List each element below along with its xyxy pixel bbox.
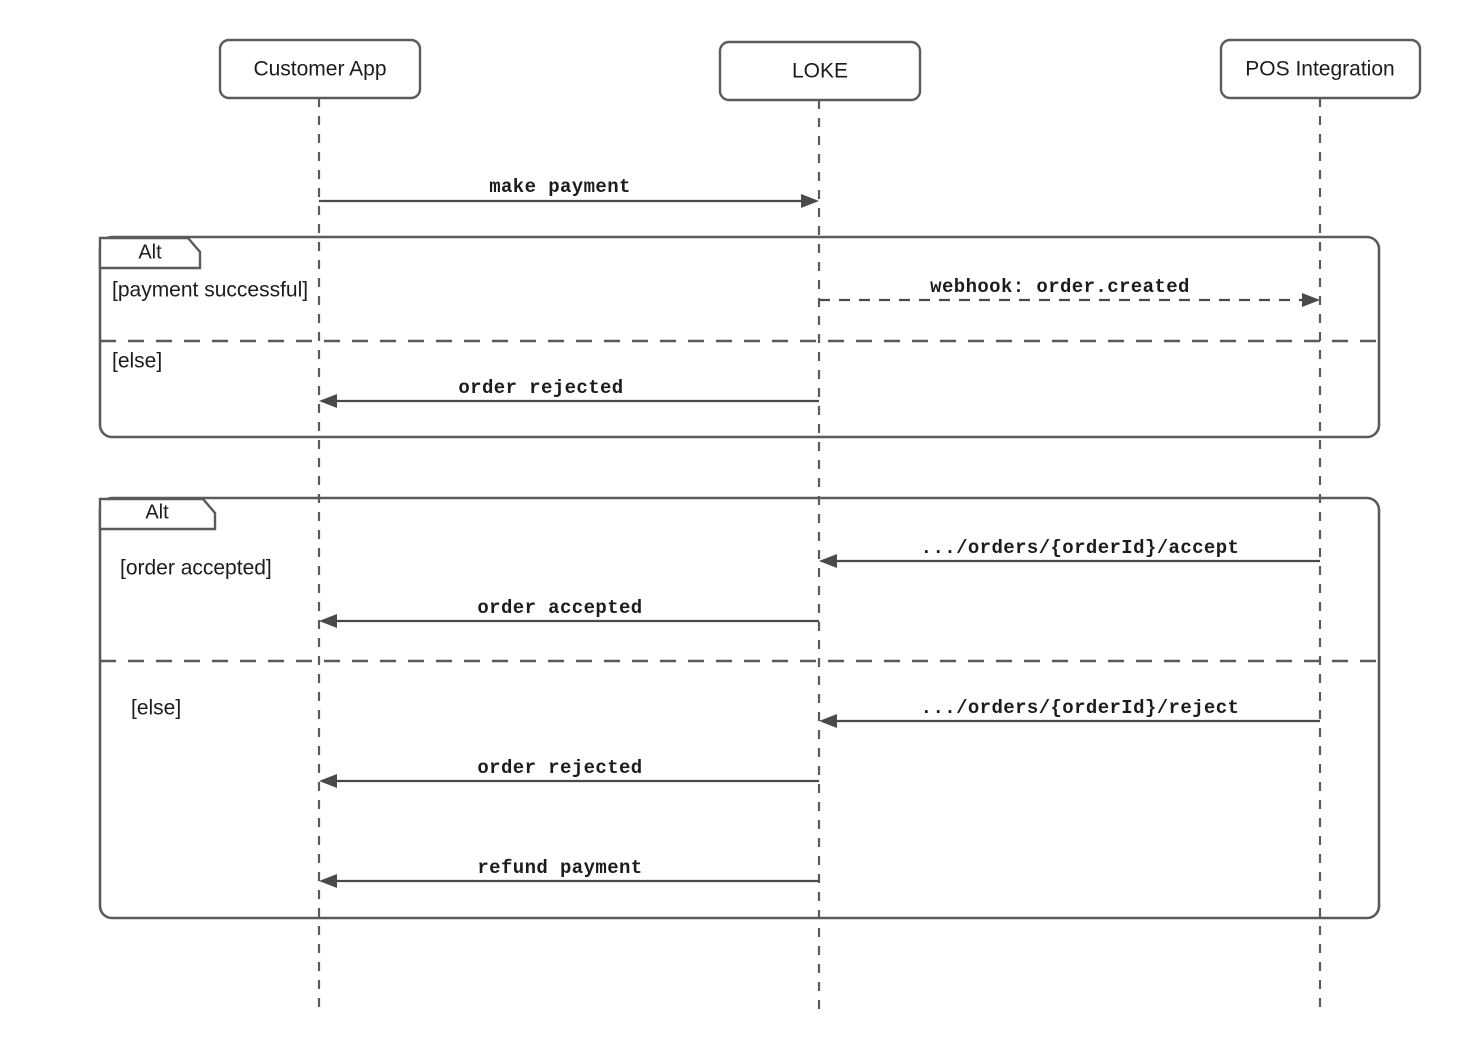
guard-label-order-accepted: [order accepted] (120, 557, 272, 580)
fragment-operator-label-alt-payment: Alt (138, 241, 162, 263)
guard-label-order-else: [else] (131, 697, 181, 720)
fragment-tab-alt-payment (98, 236, 202, 270)
fragment-border-alt-payment (98, 235, 1381, 439)
message-order-accepted[interactable]: order accepted (319, 597, 819, 628)
participant-label-pos-integration: POS Integration (1245, 58, 1394, 81)
lifelines-group (317, 98, 1322, 1012)
message-order-rejected-1[interactable]: order rejected (319, 377, 819, 408)
message-label-order-rejected-2: order rejected (477, 757, 642, 779)
message-refund-payment[interactable]: refund payment (319, 857, 819, 888)
message-arrowhead-refund-payment (319, 874, 337, 888)
message-arrowhead-order-rejected-2 (319, 774, 337, 788)
fragment-tab-alt-order (98, 497, 217, 531)
message-arrowhead-orders-accept (819, 554, 837, 568)
message-arrowhead-order-rejected-1 (319, 394, 337, 408)
participant-box-loke (718, 40, 922, 102)
participant-customer-app[interactable]: Customer App (218, 38, 422, 100)
participant-box-pos-integration (1219, 38, 1422, 100)
message-order-rejected-2[interactable]: order rejected (319, 757, 819, 788)
message-label-orders-reject: .../orders/{orderId}/reject (921, 697, 1240, 719)
message-label-order-rejected-1: order rejected (458, 377, 623, 399)
message-label-webhook-order-created: webhook: order.created (930, 276, 1190, 298)
message-arrowhead-make-payment (801, 194, 819, 208)
fragment-alt-payment: Alt [payment successful] webhook: order.… (98, 235, 1381, 439)
message-label-order-accepted: order accepted (477, 597, 642, 619)
guard-label-payment-else: [else] (112, 350, 162, 373)
participant-label-customer-app: Customer App (253, 58, 386, 81)
message-make-payment[interactable]: make payment (319, 176, 819, 208)
fragment-operator-label-alt-order: Alt (145, 501, 169, 523)
fragment-alt-order: Alt [order accepted] .../orders/{orderId… (98, 496, 1381, 920)
message-label-refund-payment: refund payment (477, 857, 642, 879)
participant-loke[interactable]: LOKE (718, 40, 922, 102)
message-arrowhead-webhook-order-created (1302, 293, 1320, 307)
participant-pos-integration[interactable]: POS Integration (1219, 38, 1422, 100)
fragment-border-alt-order (98, 496, 1381, 920)
message-orders-reject[interactable]: .../orders/{orderId}/reject (819, 697, 1320, 728)
message-arrowhead-order-accepted (319, 614, 337, 628)
guard-label-payment-successful: [payment successful] (112, 279, 308, 302)
participant-label-loke: LOKE (792, 60, 848, 83)
message-arrowhead-orders-reject (819, 714, 837, 728)
message-label-orders-accept: .../orders/{orderId}/accept (921, 537, 1240, 559)
message-webhook-order-created[interactable]: webhook: order.created (819, 276, 1320, 307)
message-label-make-payment: make payment (489, 176, 631, 198)
message-orders-accept[interactable]: .../orders/{orderId}/accept (819, 537, 1320, 568)
participant-box-customer-app (218, 38, 422, 100)
